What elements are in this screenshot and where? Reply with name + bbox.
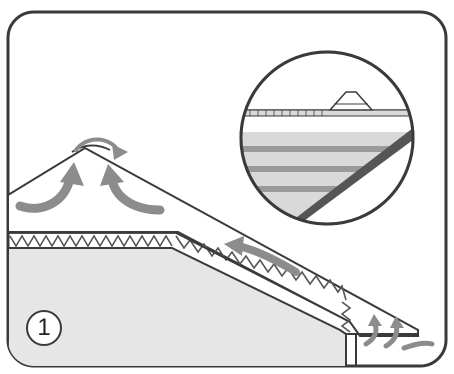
eave-soffit [346, 333, 418, 366]
roof-slab [8, 146, 419, 337]
step-number-badge: 1 [26, 310, 62, 346]
ridge-vent-inset [239, 50, 415, 226]
insulation-slope [175, 235, 347, 301]
eave-intake-arrow-3 [401, 340, 435, 351]
insulation-flat [9, 234, 173, 248]
insulation-wall [340, 301, 352, 333]
airflow-arrow-right [107, 175, 165, 215]
airflow-arrow-left [15, 173, 75, 213]
ridge-exhaust-arrowhead [112, 144, 128, 160]
airflow-arrow-slope [234, 242, 300, 276]
